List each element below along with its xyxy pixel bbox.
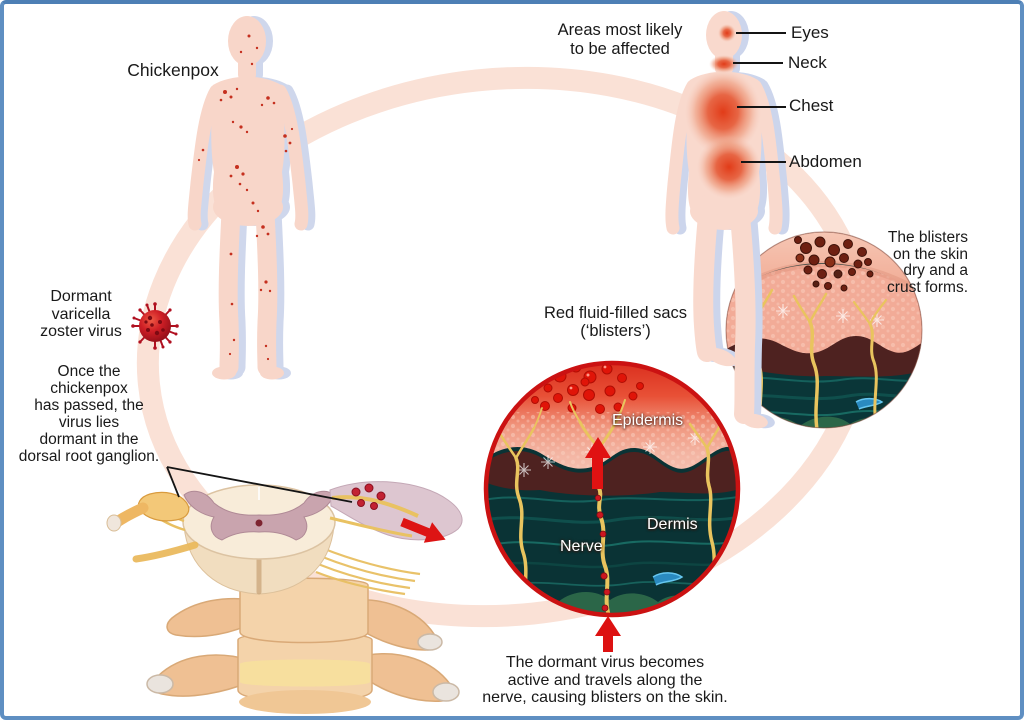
ganglion-note: Once the chickenpox has passed, the viru… [18, 363, 160, 465]
hotspot-eyes [718, 24, 736, 42]
chickenpox-spots [197, 34, 294, 361]
epidermis-label: Epidermis [612, 412, 684, 429]
area-label-eyes: Eyes [791, 23, 829, 42]
area-label-chest: Chest [789, 96, 834, 115]
dormant-virus-label: Dormant varicella zoster virus [40, 288, 122, 340]
chickenpox-figure [194, 16, 309, 380]
chickenpox-label: Chickenpox [127, 60, 219, 80]
ganglion-leader-lines [166, 466, 353, 503]
crust-ridge [726, 334, 922, 377]
reactivation-caption: The dormant virus becomes active and tra… [482, 654, 728, 706]
nerve-up-arrow [585, 437, 611, 489]
spine-illustration [106, 481, 463, 714]
nerve-exit-arrow [400, 517, 446, 543]
virus-icon [131, 302, 179, 350]
hotspot-neck [709, 55, 739, 73]
reactivation-arrow [595, 616, 621, 652]
virus-particles [351, 483, 386, 510]
area-label-neck: Neck [788, 53, 827, 72]
nerve-label: Nerve [560, 538, 603, 555]
water-squiggle [652, 572, 684, 586]
dermis-label: Dermis [647, 516, 698, 533]
area-label-abdomen: Abdomen [789, 152, 862, 171]
crust-scabs [794, 236, 874, 292]
hotspot-abdomen [697, 135, 761, 199]
closeup-ring [483, 360, 741, 618]
crust-caption: The blisters on the skin dry and a crust… [887, 229, 968, 296]
areas-title: Areas most likely to be affected [557, 21, 683, 58]
gray-matter [183, 490, 335, 541]
affected-figure [672, 11, 783, 430]
virus-on-nerve [594, 494, 611, 612]
skin-closeup-circle [483, 360, 741, 618]
nerve-sheath [329, 481, 463, 541]
hotspot-chest [685, 69, 761, 155]
area-leader-lines [733, 32, 786, 163]
blisters-caption: Red fluid-filled sacs (‘blisters’) [543, 304, 688, 340]
